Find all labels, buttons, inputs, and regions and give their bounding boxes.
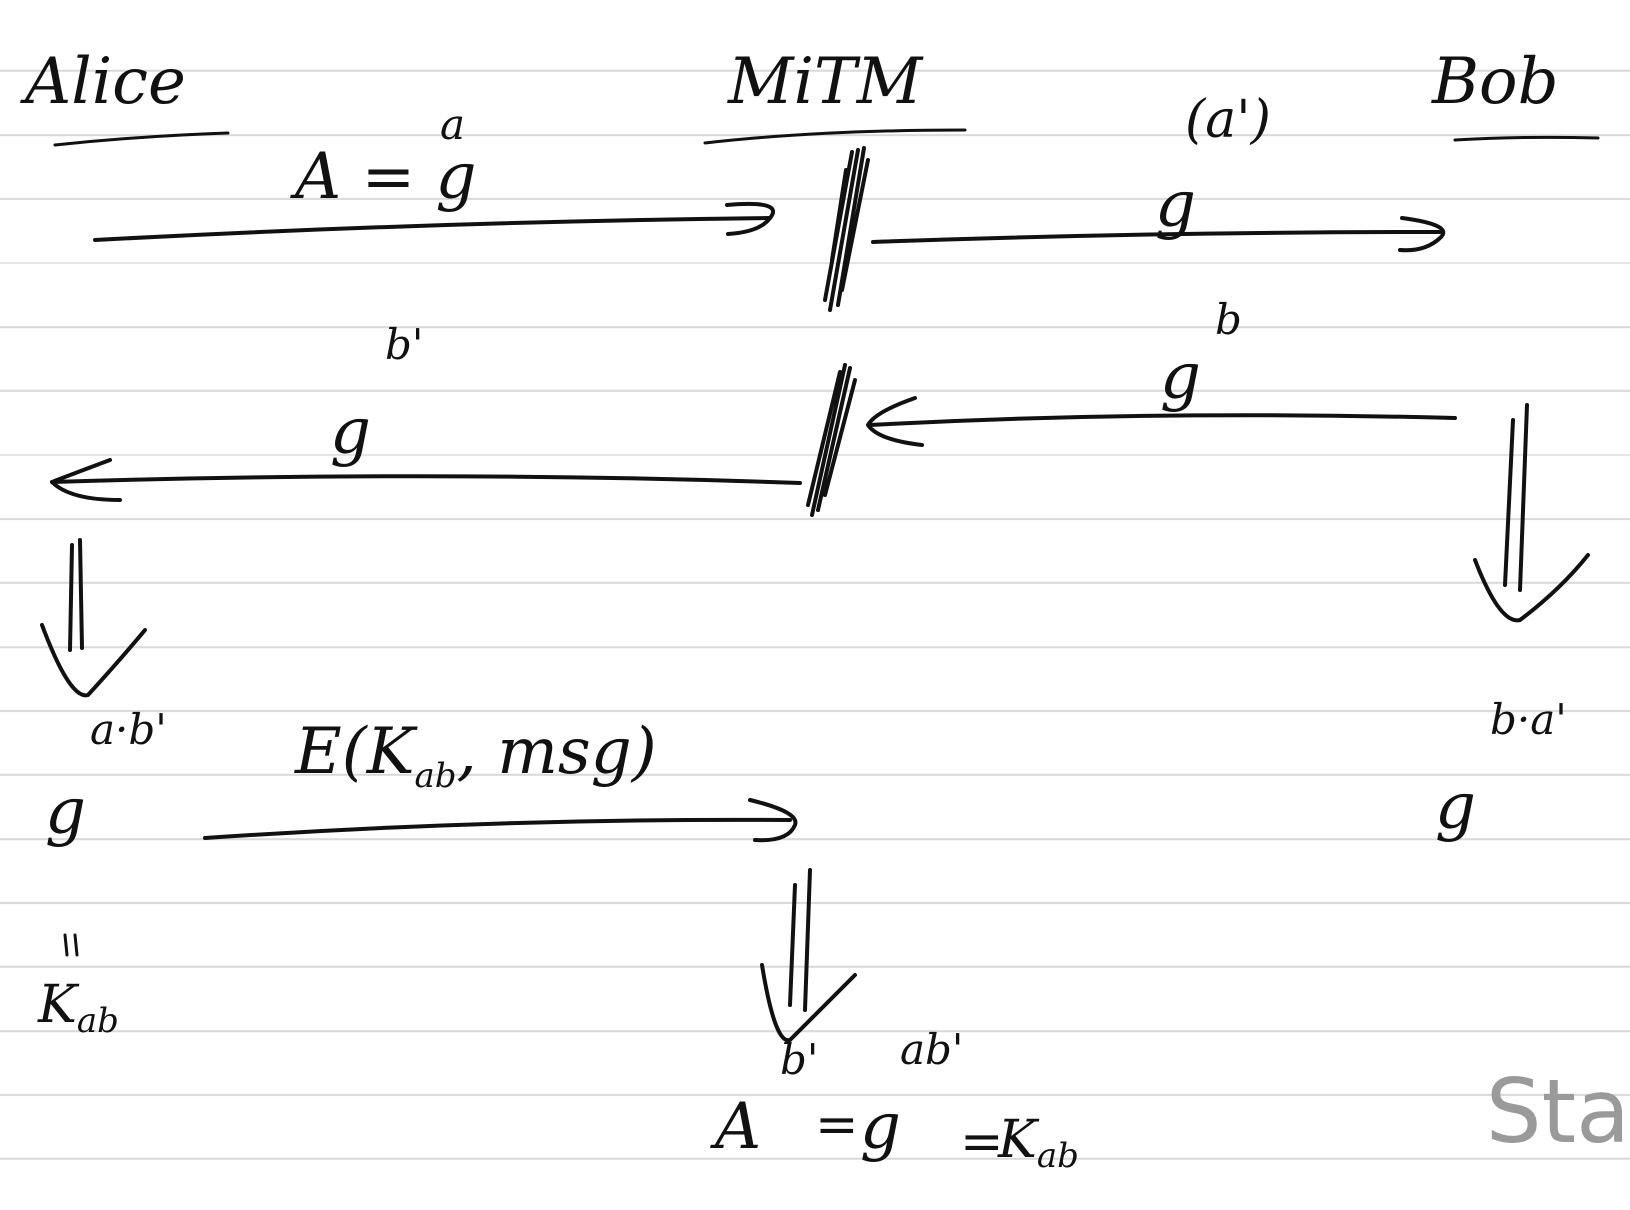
mitm-key-g-exponent: ab': [900, 1025, 964, 1074]
encrypted-subscript: ab: [414, 756, 457, 796]
alice-key-subscript: ab: [76, 1001, 119, 1041]
arrow-alice-to-mitm: [93, 216, 772, 242]
alice-vertical-equals: [63, 933, 79, 957]
bob-underline: [1453, 135, 1600, 142]
mitm-key-g: g: [860, 1090, 901, 1164]
mitm-key-equals-1: =: [815, 1095, 859, 1155]
arrow-bob-to-mitm: [868, 413, 1457, 427]
mitm-label: MiTM: [728, 45, 923, 119]
encrypted-prefix: E(K: [295, 715, 415, 789]
msg-bob-to-mitm-exponent: b: [1215, 295, 1242, 344]
msg-bob-to-mitm: g: [1160, 340, 1201, 414]
msg-mitm-to-alice-exponent: b': [385, 320, 424, 369]
bob-label: Bob: [1432, 45, 1559, 119]
msg-mitm-to-bob-exponent: (a'): [1185, 90, 1271, 150]
arrowhead-alice-to-mitm: [725, 201, 776, 236]
bob-key-base: g: [1435, 770, 1476, 844]
mitm-intercept-mark-top: [823, 146, 870, 312]
watermark-text: Sta: [1485, 1060, 1630, 1163]
msg-mitm-to-alice: g: [330, 395, 371, 469]
arrowhead-mitm-to-bob: [1398, 216, 1446, 253]
arrow-mitm-to-bob: [871, 230, 1442, 244]
mitm-key-base-A: A: [715, 1090, 762, 1164]
alice-key-base: g: [45, 775, 86, 849]
arrow-mitm-to-alice: [50, 474, 802, 485]
mitm-key-equals-2: =: [960, 1112, 1004, 1172]
mitm-key-subscript: ab: [1036, 1136, 1079, 1176]
mitm-underline: [703, 128, 967, 145]
arrowhead-bob-to-mitm: [866, 396, 924, 447]
mitm-key-symbol: K: [998, 1110, 1037, 1170]
alice-implies-arrow: [40, 538, 147, 698]
arrowhead-encrypted-msg: [748, 798, 798, 843]
encrypted-tail: , msg): [456, 715, 657, 789]
msg-mitm-to-bob: g: [1155, 168, 1196, 242]
arrow-encrypted-msg: [203, 817, 792, 840]
encrypted-message: E(Kab, msg): [295, 715, 657, 796]
mitm-key-exponent-b: b': [780, 1035, 819, 1084]
alice-label: Alice: [25, 45, 186, 119]
alice-key-exponent: a·b': [90, 705, 167, 754]
alice-key-label: Kab: [38, 975, 119, 1041]
mitm-implies-arrow: [760, 868, 857, 1043]
msg-alice-to-mitm: A = g: [295, 140, 477, 214]
alice-key-symbol: K: [38, 975, 77, 1035]
bob-implies-arrow: [1473, 403, 1590, 623]
mitm-key-result: Kab: [998, 1110, 1079, 1176]
bob-key-exponent: b·a': [1490, 695, 1567, 744]
msg-alice-to-mitm-exponent: a: [440, 100, 466, 149]
arrowhead-mitm-to-alice: [50, 458, 122, 502]
alice-underline: [53, 131, 230, 147]
mitm-intercept-mark-bottom: [806, 363, 857, 517]
